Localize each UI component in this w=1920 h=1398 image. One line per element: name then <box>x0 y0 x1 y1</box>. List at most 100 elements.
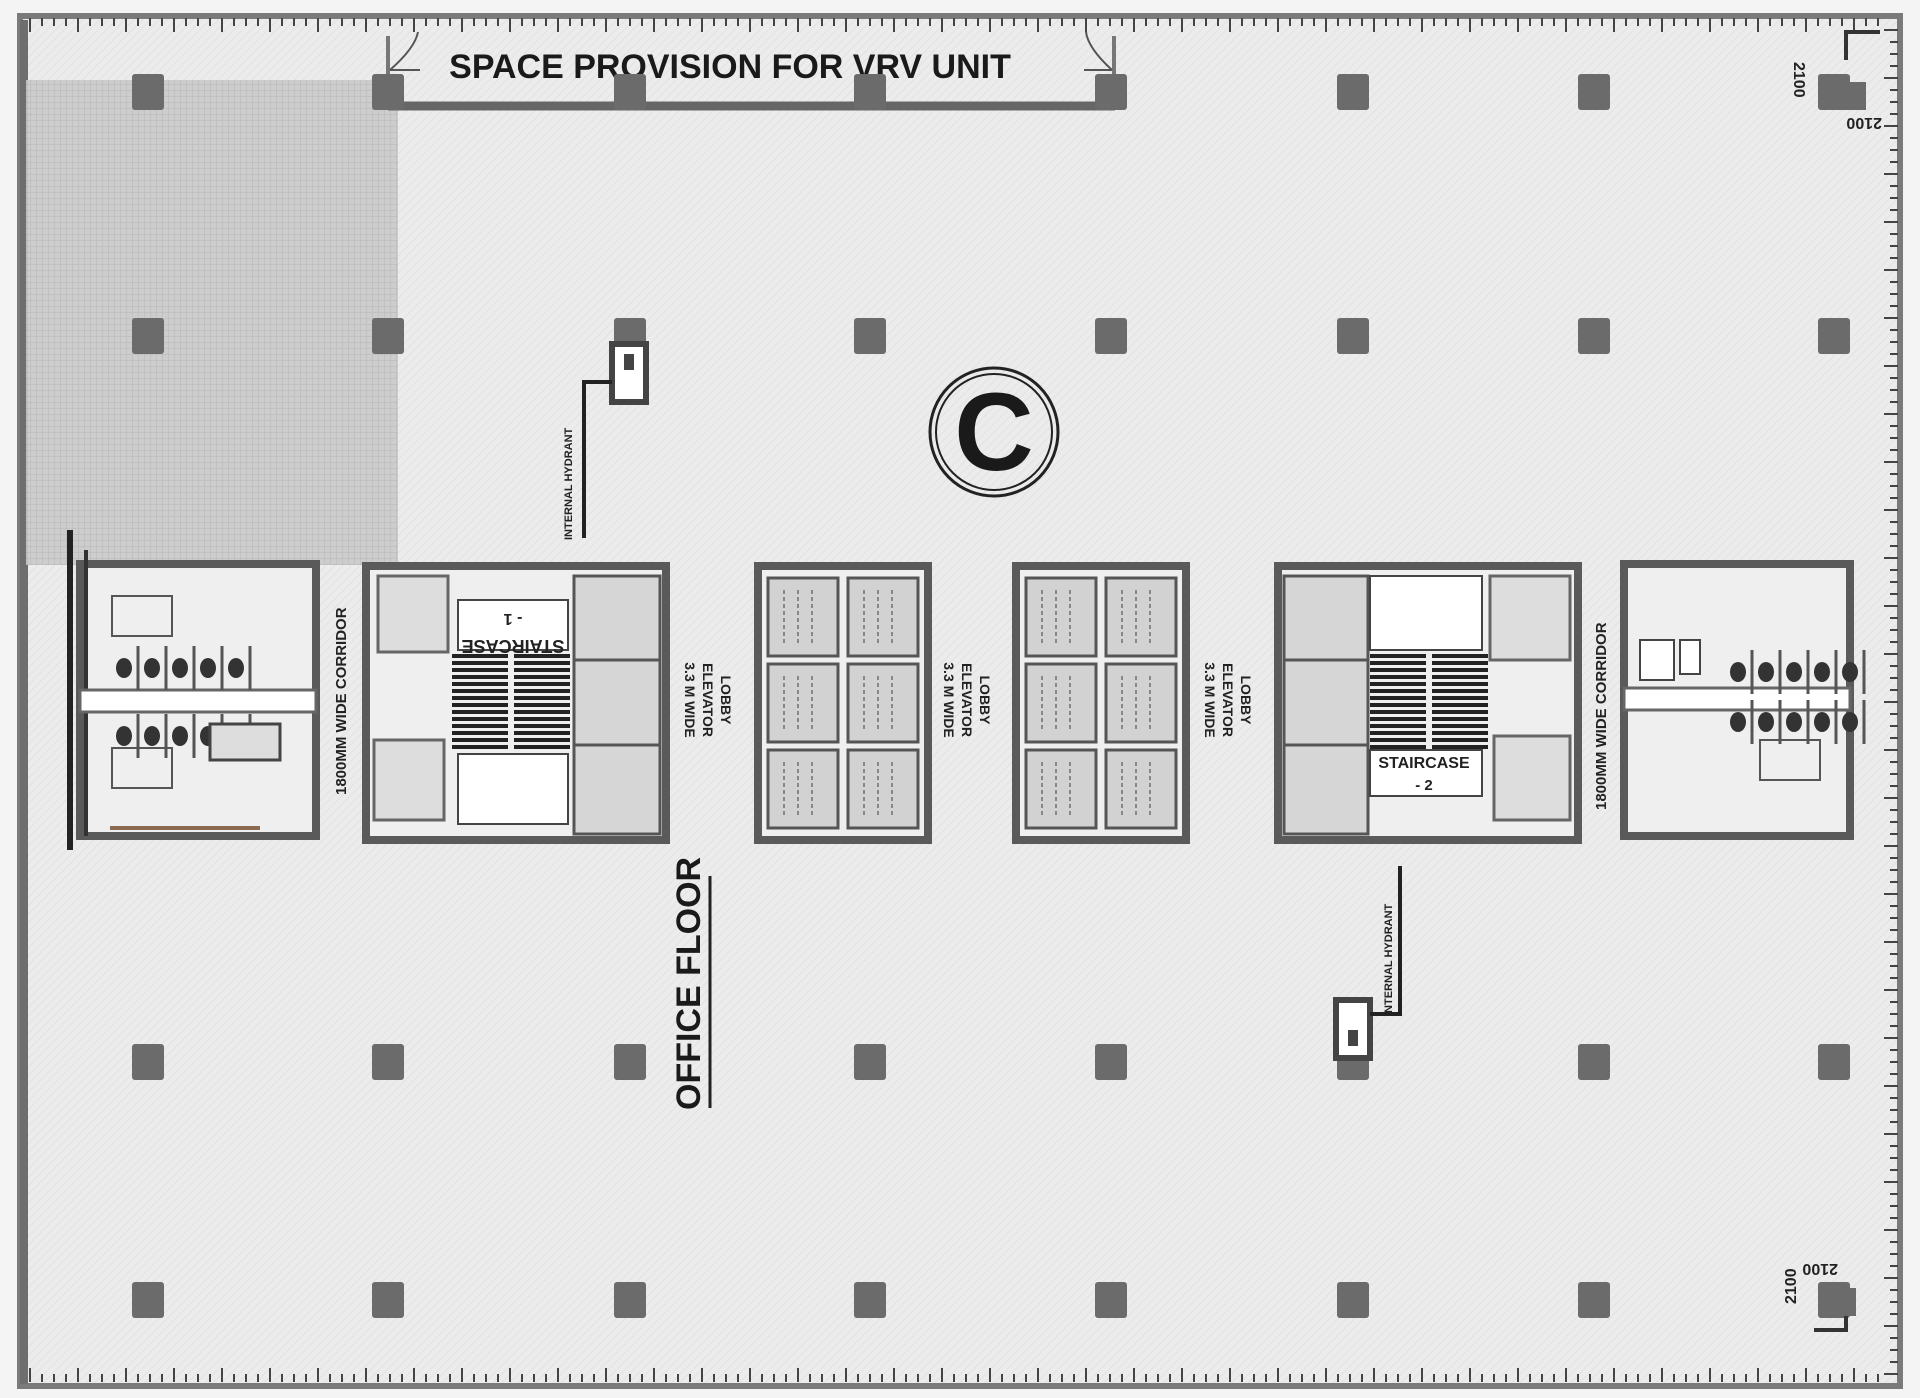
column <box>132 1282 164 1318</box>
lift-bank-1 <box>754 562 932 844</box>
staircase-2-number: - 2 <box>1415 777 1433 794</box>
wc-fixture <box>116 658 132 678</box>
column <box>132 318 164 354</box>
lift-car <box>1104 662 1178 744</box>
toilet-block-left <box>67 530 320 850</box>
corridor-label-right: 1800MM WIDE CORRIDOR <box>1593 622 1610 810</box>
column <box>1095 74 1127 110</box>
column <box>1578 1044 1610 1080</box>
lift-car <box>1024 748 1098 830</box>
lobby-3-line-3: LOBBY <box>1238 676 1254 726</box>
lift-car <box>846 748 920 830</box>
hydrant-2: INTERNAL HYDRANT <box>1333 866 1402 1061</box>
ruler-bottom <box>29 1368 1879 1382</box>
lobby-1-line-2: ELEVATOR <box>700 663 716 737</box>
lobby-label-2: 3.3 M WIDE ELEVATOR LOBBY <box>941 662 993 737</box>
lift-car <box>1024 576 1098 658</box>
lobby-3-line-1: 3.3 M WIDE <box>1202 662 1218 737</box>
lobby-label-3: 3.3 M WIDE ELEVATOR LOBBY <box>1202 662 1254 737</box>
wc-fixture <box>116 726 132 746</box>
column <box>1578 318 1610 354</box>
lobby-1-line-3: LOBBY <box>718 676 734 726</box>
column <box>1818 1044 1850 1080</box>
column <box>854 1044 886 1080</box>
column <box>372 74 404 110</box>
column <box>1337 318 1369 354</box>
column <box>1095 318 1127 354</box>
lift-car <box>1024 662 1098 744</box>
column <box>1578 74 1610 110</box>
staircase-1-label: STAIRCASE <box>462 636 565 656</box>
office-floor-text: OFFICE FLOOR <box>670 857 708 1110</box>
column <box>614 1282 646 1318</box>
wc-fixture <box>1786 712 1802 732</box>
lobby-label-1: 3.3 M WIDE ELEVATOR LOBBY <box>682 662 734 737</box>
column <box>1337 1282 1369 1318</box>
hydrant-label-1: INTERNAL HYDRANT <box>563 427 575 540</box>
column <box>1578 1282 1610 1318</box>
vrv-space: SPACE PROVISION FOR VRV UNIT <box>386 31 1116 111</box>
vrv-title: SPACE PROVISION FOR VRV UNIT <box>449 48 1011 86</box>
wc-fixture <box>1814 712 1830 732</box>
ruler-right <box>1884 29 1898 1375</box>
wc-fixture <box>228 658 244 678</box>
lift-car <box>1104 748 1178 830</box>
dimension-top-right: 2100 2100 <box>1790 30 1882 131</box>
wc-fixture <box>1730 712 1746 732</box>
ruler-top <box>29 18 1879 32</box>
staircase-1-number: - 1 <box>504 610 523 627</box>
lift-car <box>766 748 840 830</box>
lobby-2-line-2: ELEVATOR <box>959 663 975 737</box>
lobby-1-line-1: 3.3 M WIDE <box>682 662 698 737</box>
wc-fixture <box>1758 712 1774 732</box>
lift-car <box>846 576 920 658</box>
dimension-3: 2100 <box>1802 1260 1838 1277</box>
column <box>614 1044 646 1080</box>
staircase-core-2: STAIRCASE - 2 <box>1274 562 1582 844</box>
wc-fixture <box>172 658 188 678</box>
dimension-1: 2100 <box>1790 62 1807 98</box>
hydrant-1: INTERNAL HYDRANT <box>563 341 649 540</box>
dimension-bottom-right: 2100 2100 <box>1783 1260 1856 1332</box>
office-floor-label: OFFICE FLOOR <box>670 857 712 1110</box>
staircase-core-1: STAIRCASE - 1 <box>362 562 670 844</box>
lift-car <box>1104 576 1178 658</box>
column <box>372 1044 404 1080</box>
hydrant-label-2: INTERNAL HYDRANT <box>1383 903 1395 1016</box>
column <box>854 318 886 354</box>
lift-car <box>846 662 920 744</box>
lift-car <box>766 662 840 744</box>
wc-fixture <box>1786 662 1802 682</box>
column <box>1095 1282 1127 1318</box>
column <box>372 1282 404 1318</box>
wc-fixture <box>1730 662 1746 682</box>
column <box>1818 318 1850 354</box>
column <box>1337 74 1369 110</box>
wc-fixture <box>144 658 160 678</box>
dimension-4: 2100 <box>1783 1268 1800 1304</box>
lobby-3-line-2: ELEVATOR <box>1220 663 1236 737</box>
wc-fixture <box>1758 662 1774 682</box>
toilet-block-right <box>1620 560 1866 840</box>
column <box>1095 1044 1127 1080</box>
lobby-2-line-1: 3.3 M WIDE <box>941 662 957 737</box>
wc-fixture <box>172 726 188 746</box>
column <box>132 74 164 110</box>
staircase-2-label: STAIRCASE <box>1378 755 1470 772</box>
wc-fixture <box>1842 712 1858 732</box>
dimension-2: 2100 <box>1846 114 1882 131</box>
wc-fixture <box>200 658 216 678</box>
column <box>132 1044 164 1080</box>
wc-fixture <box>1842 662 1858 682</box>
lobby-2-line-3: LOBBY <box>977 676 993 726</box>
corridor-label-left: 1800MM WIDE CORRIDOR <box>333 607 350 795</box>
column <box>854 74 886 110</box>
wc-fixture <box>144 726 160 746</box>
column <box>614 74 646 110</box>
hatched-zone <box>26 80 398 565</box>
column <box>372 318 404 354</box>
zone-marker-letter: C <box>954 371 1033 494</box>
lift-bank-2 <box>1012 562 1190 844</box>
wc-fixture <box>1814 662 1830 682</box>
